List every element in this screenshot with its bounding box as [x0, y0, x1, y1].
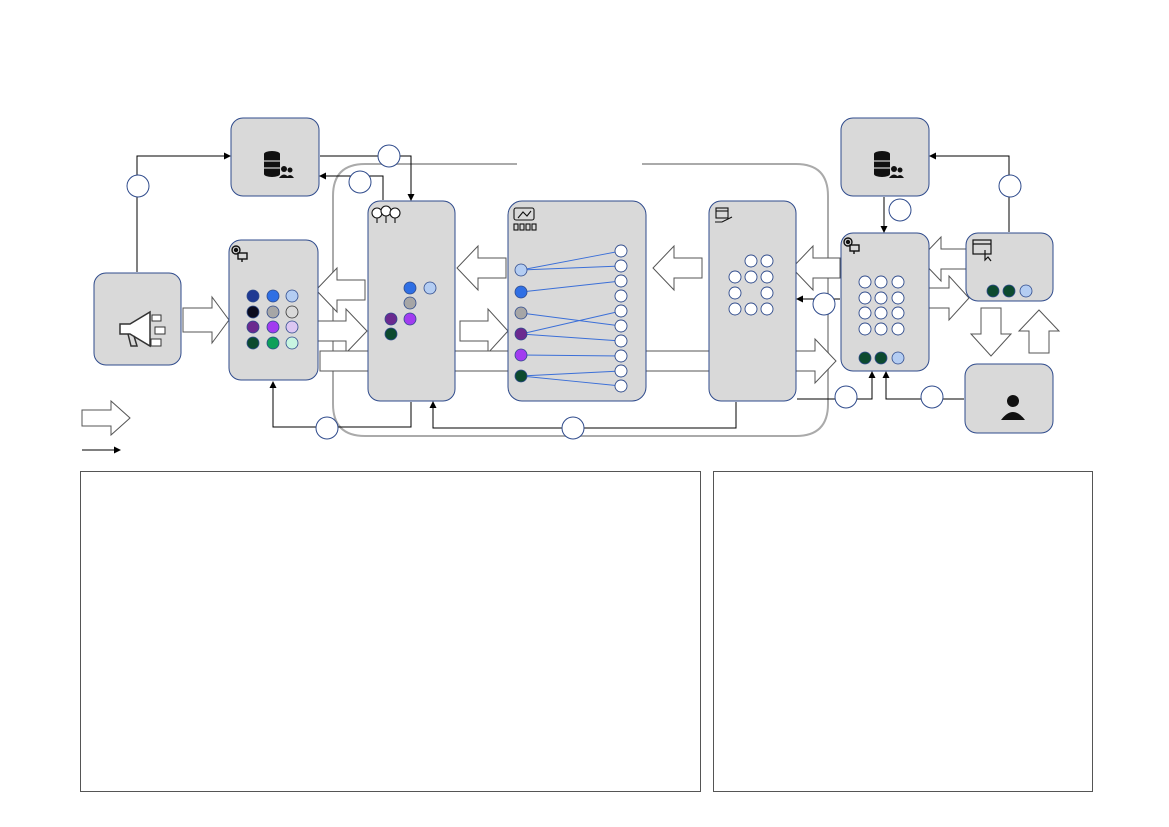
browser-box	[965, 232, 1054, 302]
user-icon	[1001, 395, 1025, 420]
step-circle-right-db	[888, 198, 912, 222]
block-arrow-right-settings-to-store	[791, 244, 841, 292]
line-campaign-to-db	[136, 152, 231, 272]
step-circle-store-to-settings	[834, 385, 858, 409]
block-arrow-legend	[81, 399, 131, 437]
line-db-to-model	[320, 155, 415, 201]
database-users-icon	[264, 151, 294, 178]
line-model-to-settings	[269, 381, 412, 428]
gear-monitor-icon-right	[843, 237, 860, 254]
block-arrow-browser-down-to-user	[969, 307, 1013, 357]
step-circles	[126, 144, 1022, 440]
ranking-left-nodes	[514, 263, 528, 383]
block-arrow-model-to-ranking	[459, 307, 509, 355]
block-arrow-browser-to-right-settings	[919, 235, 969, 283]
right-settings-node-grid	[858, 275, 905, 336]
right-settings-selected-dots	[858, 351, 905, 365]
line-store-to-right-settings	[797, 371, 876, 400]
block-arrow-settings-to-model	[317, 307, 368, 355]
podium-ranking-icon	[513, 207, 537, 231]
line-browser-to-right-db	[929, 152, 1010, 232]
line-model-to-db	[319, 172, 384, 200]
line-store-to-model	[429, 401, 737, 429]
ranking-match-lines	[520, 250, 622, 387]
step-circle-user	[920, 385, 944, 409]
store-node-grid	[728, 254, 774, 316]
browser-dots	[986, 284, 1033, 298]
megaphone-mail-icon	[119, 310, 166, 348]
browser-click-icon	[972, 239, 992, 262]
store-box	[708, 200, 797, 402]
step-circle-model-to-db	[348, 170, 372, 194]
step-circle-browser-to-db	[998, 174, 1022, 198]
step-circle-campaign	[126, 174, 150, 198]
block-arrow-campaign-to-settings	[182, 295, 230, 345]
step-circle-model-to-settings	[315, 416, 339, 440]
right-text-panel	[713, 471, 1093, 792]
step-circle-db-to-model	[377, 144, 401, 168]
block-arrow-ranking-to-model	[456, 244, 507, 292]
store-hand-icon	[715, 207, 733, 223]
step-circle-settings-to-store	[812, 292, 836, 316]
block-arrow-store-to-ranking	[652, 244, 703, 292]
database-users-icon-right	[874, 151, 904, 178]
model-dots	[384, 281, 437, 341]
block-arrow-user-up-to-browser	[1017, 309, 1061, 354]
legend	[81, 399, 131, 454]
left-text-panel	[80, 471, 701, 792]
step-circle-store-to-model	[561, 416, 585, 440]
gear-monitor-icon	[231, 245, 248, 262]
network-brain-icon	[371, 205, 401, 223]
ranking-box	[507, 200, 647, 402]
boxes	[93, 117, 1054, 434]
block-arrow-model-to-settings	[315, 266, 366, 314]
settings-dot-grid	[246, 289, 299, 350]
ranking-right-nodes	[614, 244, 628, 393]
